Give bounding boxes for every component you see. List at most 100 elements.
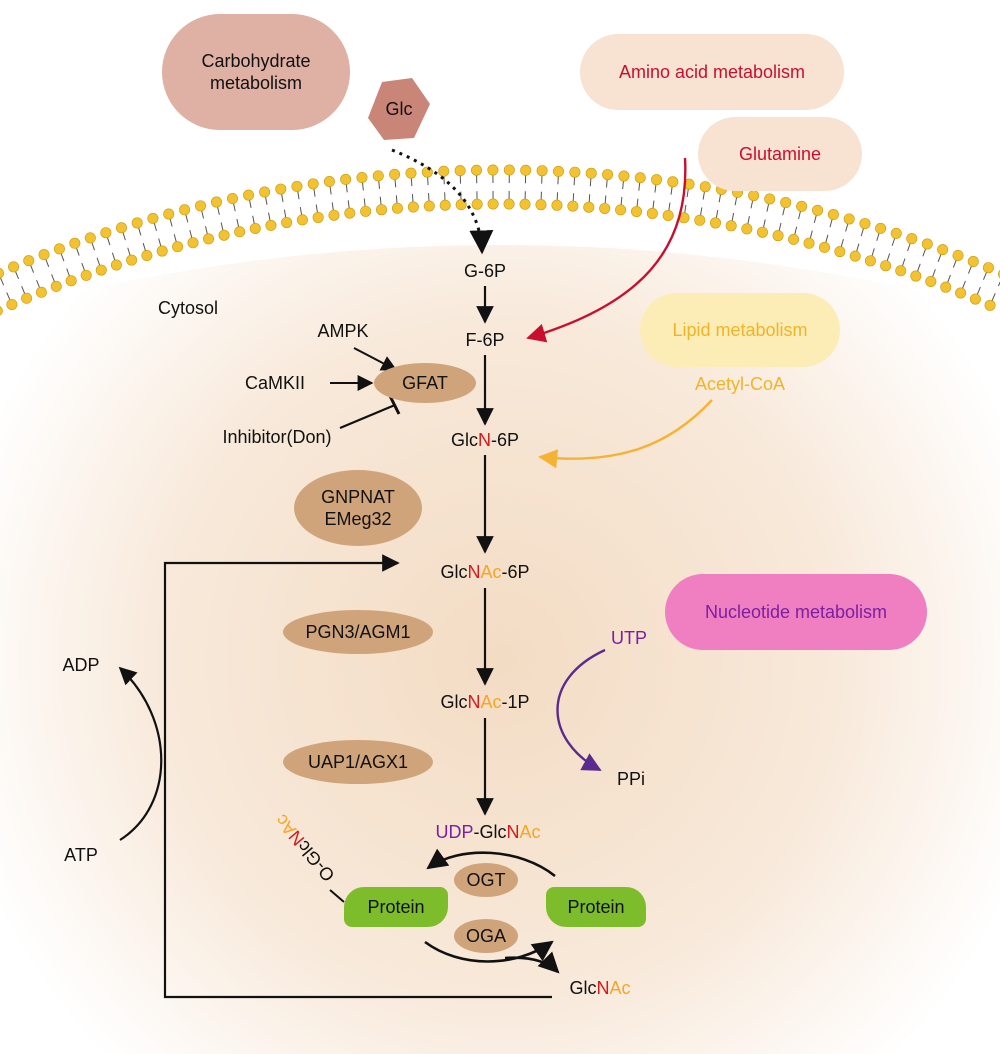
lipid-head xyxy=(234,226,246,238)
lipid-metabolism-box: Lipid metabolism xyxy=(640,293,840,367)
lipid-head xyxy=(788,233,800,245)
lipid-head xyxy=(35,286,47,298)
camkii-label: CaMKII xyxy=(244,373,306,393)
lipid-head xyxy=(84,232,96,244)
lipid-head xyxy=(218,229,230,241)
arrow-utp-ppi xyxy=(556,648,606,772)
protein-glycosylated: Protein xyxy=(344,887,448,927)
lipid-head xyxy=(937,244,949,256)
udp-part-a: UDP xyxy=(435,822,474,842)
lipid-head xyxy=(615,204,627,216)
cell-membrane xyxy=(0,164,1000,316)
lipid-head xyxy=(602,169,614,181)
lipid-head xyxy=(259,186,271,198)
lipid-head xyxy=(65,275,77,287)
nucleotide-label: Nucleotide metabolism xyxy=(704,601,888,622)
lipid-head xyxy=(296,214,308,226)
protein-unmodified: Protein xyxy=(546,887,646,927)
amino-acid-metabolism-box: Amino acid metabolism xyxy=(580,34,844,110)
lipid-tail xyxy=(997,281,1000,287)
carbohydrate-line-2: metabolism xyxy=(209,73,302,93)
lipid-head xyxy=(203,233,215,245)
lipid-head xyxy=(210,196,222,208)
salvage-loop xyxy=(163,554,552,999)
adp-label: ADP xyxy=(62,655,100,675)
lipid-head xyxy=(748,190,760,202)
gnpnat-line-1: GNPNAT xyxy=(321,486,395,507)
arrow-oga xyxy=(424,940,554,963)
lipid-head xyxy=(69,237,81,249)
lipid-head xyxy=(503,198,515,210)
lipid-head xyxy=(95,264,107,276)
arrow-glc-entry xyxy=(391,148,494,255)
gnpnat-enzyme: GNPNAT EMeg32 xyxy=(294,470,422,546)
nucleotide-metabolism-box: Nucleotide metabolism xyxy=(665,574,927,650)
lipid-head xyxy=(519,198,531,210)
f6p-label: F-6P xyxy=(465,330,505,350)
lipid-head xyxy=(356,172,368,184)
lipid-head xyxy=(890,227,902,239)
glcnac1p-part-c: Ac xyxy=(480,692,502,712)
lipid-head xyxy=(969,293,981,305)
lipid-head xyxy=(163,208,175,220)
arrow-ogt xyxy=(426,848,556,878)
g6p-label: G-6P xyxy=(463,261,507,281)
lipid-head xyxy=(141,250,153,262)
glcnac6p-part-d: -6P xyxy=(501,562,530,582)
ogt-label: OGT xyxy=(466,869,506,890)
oga-label: OGA xyxy=(465,925,506,946)
lipid-head xyxy=(438,165,450,177)
protein-right-label: Protein xyxy=(567,896,625,917)
lipid-head xyxy=(741,223,753,235)
lipid-head xyxy=(487,198,499,210)
lipid-head xyxy=(875,222,887,234)
lipid-head xyxy=(796,200,808,212)
glutamine-box: Glutamine xyxy=(698,117,862,191)
lipid-head xyxy=(503,164,515,176)
lipid-head xyxy=(859,218,871,230)
lipid-head xyxy=(940,281,952,293)
lipid-head xyxy=(187,237,199,249)
lipid-head xyxy=(147,212,159,224)
lipid-head xyxy=(952,249,964,261)
acetyl-coa-label: Acetyl-CoA xyxy=(694,374,786,394)
lipid-head xyxy=(307,178,319,190)
lipid-head xyxy=(407,201,419,213)
arrow-atp-adp xyxy=(118,666,163,841)
lipid-head xyxy=(906,233,918,245)
lipid-head xyxy=(955,287,967,299)
lipid-head xyxy=(551,199,563,211)
glcnac6p-part-a: Glc xyxy=(440,562,468,582)
lipid-head xyxy=(709,217,721,229)
lipid-head xyxy=(567,200,579,212)
lipid-head xyxy=(699,181,711,193)
lipid-head xyxy=(265,219,277,231)
atp-label: ATP xyxy=(64,845,98,865)
lipid-head xyxy=(599,202,611,214)
glcnac-free-label: GlcNAc xyxy=(569,979,630,997)
lipid-head xyxy=(471,198,483,210)
lipid-head xyxy=(179,204,191,216)
lipid-head xyxy=(487,164,499,176)
arrow-acetyl-coa xyxy=(538,399,713,469)
protein-left-label: Protein xyxy=(367,896,425,917)
lipid-head xyxy=(864,255,876,267)
lipid-head xyxy=(967,255,979,267)
lipid-head xyxy=(23,255,35,267)
udp-part-c: N xyxy=(506,822,520,842)
lipid-head xyxy=(667,176,679,188)
lipid-head xyxy=(925,276,937,288)
udp-part-b: -Glc xyxy=(473,822,507,842)
lipid-head xyxy=(818,241,830,253)
lipid-head xyxy=(391,202,403,214)
lipid-head xyxy=(405,167,417,179)
inhibitor-label: Inhibitor(Don) xyxy=(222,427,332,447)
lipid-head xyxy=(439,199,451,211)
ogt-enzyme: OGT xyxy=(454,863,518,897)
lipid-head xyxy=(8,261,20,273)
lipid-head xyxy=(910,270,922,282)
glutamine-label: Glutamine xyxy=(738,143,822,164)
glc-hexagon xyxy=(368,78,430,140)
lipid-head xyxy=(131,217,143,229)
lipid-head xyxy=(50,280,62,292)
